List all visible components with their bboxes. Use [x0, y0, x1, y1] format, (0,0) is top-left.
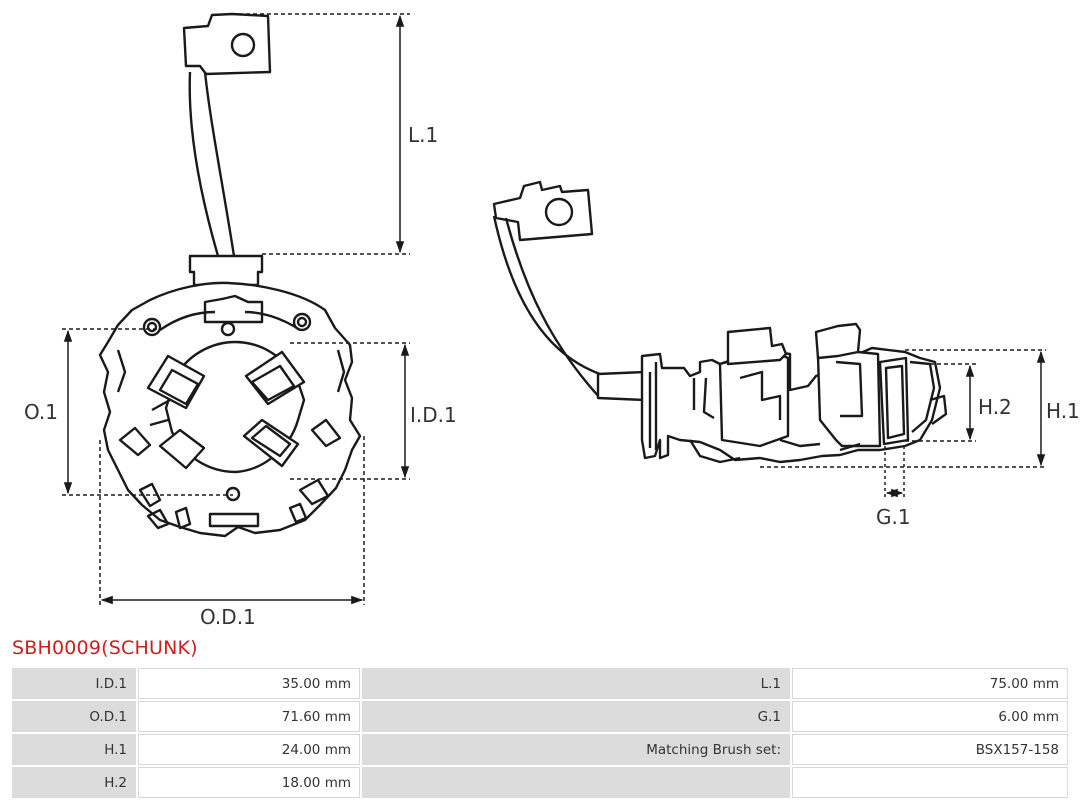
dim-label-h2: H.2: [978, 395, 1012, 419]
rivet-left: [142, 317, 162, 337]
rivet-right: [292, 312, 312, 332]
brush-holder-top-view: [98, 12, 362, 538]
table-row: H.1 24.00 mm Matching Brush set: BSX157-…: [12, 734, 1068, 765]
spec-label-id1: I.D.1: [12, 668, 136, 699]
spec-value-od1: 71.60 mm: [138, 701, 360, 732]
spec-value-empty: [792, 767, 1068, 798]
commutator-bore: [164, 340, 306, 474]
spec-value-matching-brush-set: BSX157-158: [792, 734, 1068, 765]
technical-drawing: L.1 O.1 I.D.1 O.D.1: [24, 12, 1080, 629]
lead-wire-side: [492, 215, 601, 399]
table-row: I.D.1 35.00 mm L.1 75.00 mm: [12, 668, 1068, 699]
spec-label-l1: L.1: [362, 668, 790, 699]
lead-wire: [188, 71, 236, 257]
holder-plate: [98, 281, 362, 538]
terminal-lug: [182, 12, 272, 76]
table-row: H.2 18.00 mm: [12, 767, 1068, 798]
terminal-hole: [230, 32, 256, 58]
spec-value-h2: 18.00 mm: [138, 767, 360, 798]
dim-label-l1: L.1: [408, 123, 438, 147]
brush-holder-side-view: [492, 180, 948, 464]
dim-label-g1: G.1: [876, 505, 911, 529]
dimension-lines-left: [62, 13, 410, 605]
dim-label-o1: O.1: [24, 400, 58, 424]
spec-value-l1: 75.00 mm: [792, 668, 1068, 699]
table-row: O.D.1 71.60 mm G.1 6.00 mm: [12, 701, 1068, 732]
dimension-lines-right: [760, 349, 1046, 498]
spec-label-g1: G.1: [362, 701, 790, 732]
dim-label-id1: I.D.1: [410, 403, 457, 427]
brush-pocket-4: [158, 428, 206, 470]
wire-connector: [188, 254, 264, 287]
spec-value-id1: 35.00 mm: [138, 668, 360, 699]
part-title: SBH0009(SCHUNK): [12, 637, 198, 659]
dim-label-od1: O.D.1: [200, 605, 256, 629]
brush-pocket-3: [242, 418, 300, 468]
spec-value-g1: 6.00 mm: [792, 701, 1068, 732]
terminal-lug-side: [492, 180, 594, 242]
spec-label-matching-brush-set: Matching Brush set:: [362, 734, 790, 765]
spec-value-h1: 24.00 mm: [138, 734, 360, 765]
brush-pocket-1: [146, 354, 206, 410]
spec-label-empty: [362, 767, 790, 798]
dim-label-h1: H.1: [1046, 399, 1080, 423]
spec-label-h1: H.1: [12, 734, 136, 765]
spec-table: I.D.1 35.00 mm L.1 75.00 mm O.D.1 71.60 …: [10, 666, 1070, 800]
spec-label-od1: O.D.1: [12, 701, 136, 732]
spec-label-h2: H.2: [12, 767, 136, 798]
